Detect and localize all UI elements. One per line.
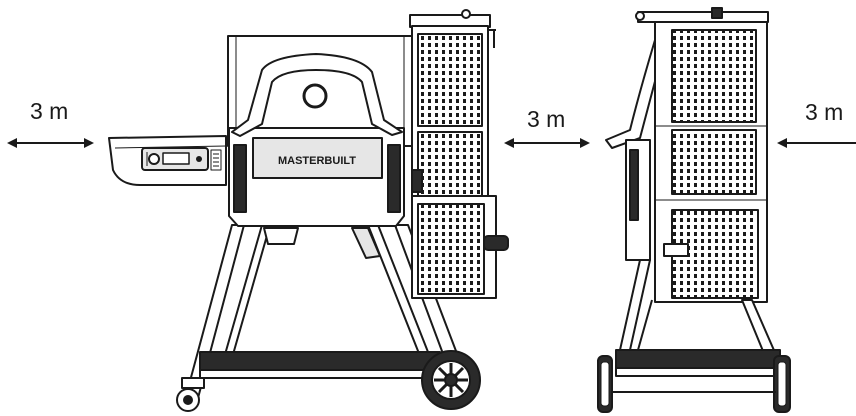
lid-handle bbox=[231, 53, 403, 137]
wheel-right-front-view bbox=[421, 350, 481, 410]
front-view-grill: MASTERBUILT bbox=[108, 9, 509, 412]
caster-wheel-left bbox=[176, 377, 205, 412]
brand-logo: MASTERBUILT bbox=[278, 155, 356, 167]
side-lid-handle bbox=[605, 39, 659, 149]
hopper-mesh-lower bbox=[417, 203, 485, 295]
clearance-label-right: 3 m bbox=[805, 99, 844, 125]
left-side-vent bbox=[233, 144, 247, 213]
hopper-mesh-upper bbox=[417, 33, 483, 127]
ash-chute bbox=[351, 227, 381, 259]
hopper-mesh-middle bbox=[417, 131, 483, 197]
chamber-front-panel bbox=[252, 137, 383, 179]
hopper-latch bbox=[483, 235, 509, 251]
power-icon bbox=[148, 153, 160, 165]
side-wheel-right bbox=[773, 355, 791, 413]
side-hopper-latch bbox=[663, 243, 689, 257]
right-side-vent bbox=[387, 144, 401, 213]
side-view-grill bbox=[597, 7, 791, 413]
side-wheel-left bbox=[597, 355, 613, 413]
temp-icon bbox=[196, 156, 202, 162]
side-top-cap bbox=[637, 11, 769, 23]
side-hopper-mesh-upper bbox=[671, 29, 757, 123]
light-icon bbox=[210, 149, 222, 171]
controller-screen bbox=[162, 152, 190, 165]
bottom-shelf-side-view bbox=[615, 349, 781, 369]
clearance-label-middle: 3 m bbox=[527, 106, 566, 132]
side-hopper-mesh-middle bbox=[671, 129, 757, 195]
grease-bucket bbox=[263, 227, 299, 245]
clearance-label-left: 3 m bbox=[30, 98, 69, 124]
thermometer-gauge bbox=[302, 83, 328, 109]
